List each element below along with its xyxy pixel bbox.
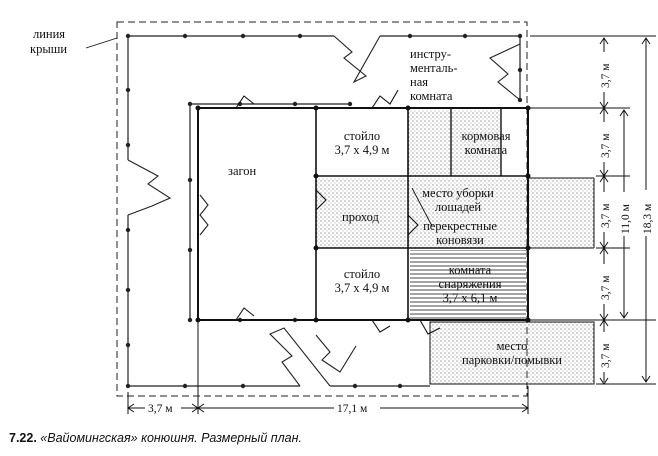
svg-text:стойло: стойло <box>344 129 380 143</box>
fence-posts <box>125 33 523 389</box>
saddle-room-hatch <box>410 250 526 320</box>
svg-text:крыши: крыши <box>30 42 67 56</box>
passage-label: проход <box>342 210 380 224</box>
tack-room-label-4: комната <box>410 89 453 103</box>
grooming-label-1: место уборки <box>422 186 494 200</box>
dim-right-d: 3,7 м <box>600 275 612 300</box>
dim-right-b: 3,7 м <box>600 133 612 158</box>
cross-ties-label-1: перекрестные <box>423 219 497 233</box>
saddle-room-label-1: комната <box>449 263 492 277</box>
tack-room-label-1: инстру- <box>410 47 451 61</box>
stall-top-label: стойло <box>344 129 380 143</box>
stipple-parking <box>430 322 594 384</box>
parking-label-1: место <box>497 339 528 353</box>
figure-title: «Вайомингская» конюшня. <box>40 431 198 445</box>
stipple-passage <box>316 178 406 248</box>
svg-text:лошадей: лошадей <box>435 200 482 214</box>
figure-number: 7.22. <box>9 431 37 445</box>
parking-label-2: парковки/помывки <box>462 353 562 367</box>
svg-text:линия: линия <box>33 27 65 41</box>
dim-right-e: 3,7 м <box>600 343 612 368</box>
svg-text:парковки/помывки: парковки/помывки <box>462 353 562 367</box>
paddock-label: загон <box>228 164 257 178</box>
svg-text:перекрестные: перекрестные <box>423 219 497 233</box>
feed-room-label-2: комната <box>465 143 508 157</box>
fence-gates <box>127 35 521 387</box>
dim-outer-total: 18,3 м <box>642 203 654 234</box>
saddle-room-size: 3,7 x 6,1 м <box>443 291 498 305</box>
svg-text:коновязи: коновязи <box>436 233 484 247</box>
svg-text:комната: комната <box>465 143 508 157</box>
dim-right-c: 3,7 м <box>600 203 612 228</box>
dim-right-a: 3,7 м <box>600 63 612 88</box>
svg-text:менталь-: менталь- <box>410 61 458 75</box>
stall-bottom-size: 3,7 x 4,9 м <box>335 281 390 295</box>
svg-text:комната: комната <box>410 89 453 103</box>
svg-text:инстру-: инстру- <box>410 47 451 61</box>
cross-ties-label-2: коновязи <box>436 233 484 247</box>
svg-text:3,7 x 4,9 м: 3,7 x 4,9 м <box>335 281 390 295</box>
wall-posts <box>195 105 531 323</box>
roof-line-leader <box>85 37 118 49</box>
svg-text:комната: комната <box>449 263 492 277</box>
barn-walls <box>197 107 595 385</box>
dim-inner-total: 11,0 м <box>620 203 632 234</box>
stippled-floor-areas <box>316 110 594 384</box>
tack-room-label-2: менталь- <box>410 61 458 75</box>
dimension-labels: 3,7 м 3,7 м 3,7 м 3,7 м 3,7 м 11,0 м 18,… <box>145 52 654 415</box>
stable-floor-plan: линия крыши инстру- менталь- ная комната… <box>30 21 656 415</box>
saddle-room-label-2: снаряжения <box>439 277 502 291</box>
feed-room-label-1: кормовая <box>462 129 511 143</box>
cross-ties-leader <box>411 187 433 227</box>
stall-top-size: 3,7 x 4,9 м <box>335 143 390 157</box>
tack-room-label-3: ная <box>410 75 428 89</box>
svg-text:3,7 x 4,9 м: 3,7 x 4,9 м <box>335 143 390 157</box>
svg-text:снаряжения: снаряжения <box>439 277 502 291</box>
stipple-outside-pad <box>528 178 594 248</box>
svg-text:стойло: стойло <box>344 267 380 281</box>
grooming-label-2: лошадей <box>435 200 482 214</box>
stipple-feed-room <box>451 110 501 176</box>
dim-bottom-total: 17,1 м <box>337 403 368 415</box>
roof-line-label-2: крыши <box>30 42 67 56</box>
figure-subtitle: Размерный план. <box>201 431 302 445</box>
svg-text:место: место <box>497 339 528 353</box>
svg-text:3,7 x 6,1 м: 3,7 x 6,1 м <box>443 291 498 305</box>
svg-text:кормовая: кормовая <box>462 129 511 143</box>
svg-text:место уборки: место уборки <box>422 186 494 200</box>
door-swings <box>235 89 441 335</box>
stipple-grooming <box>408 178 528 248</box>
stipple-small-top <box>408 110 451 176</box>
roof-line-label-1: линия <box>33 27 65 41</box>
room-labels: линия крыши инстру- менталь- ная комната… <box>30 27 562 367</box>
dim-bottom-left: 3,7 м <box>148 403 173 415</box>
stall-bottom-label: стойло <box>344 267 380 281</box>
figure-caption: 7.22. «Вайомингская» конюшня. Размерный … <box>9 431 302 445</box>
svg-text:ная: ная <box>410 75 428 89</box>
